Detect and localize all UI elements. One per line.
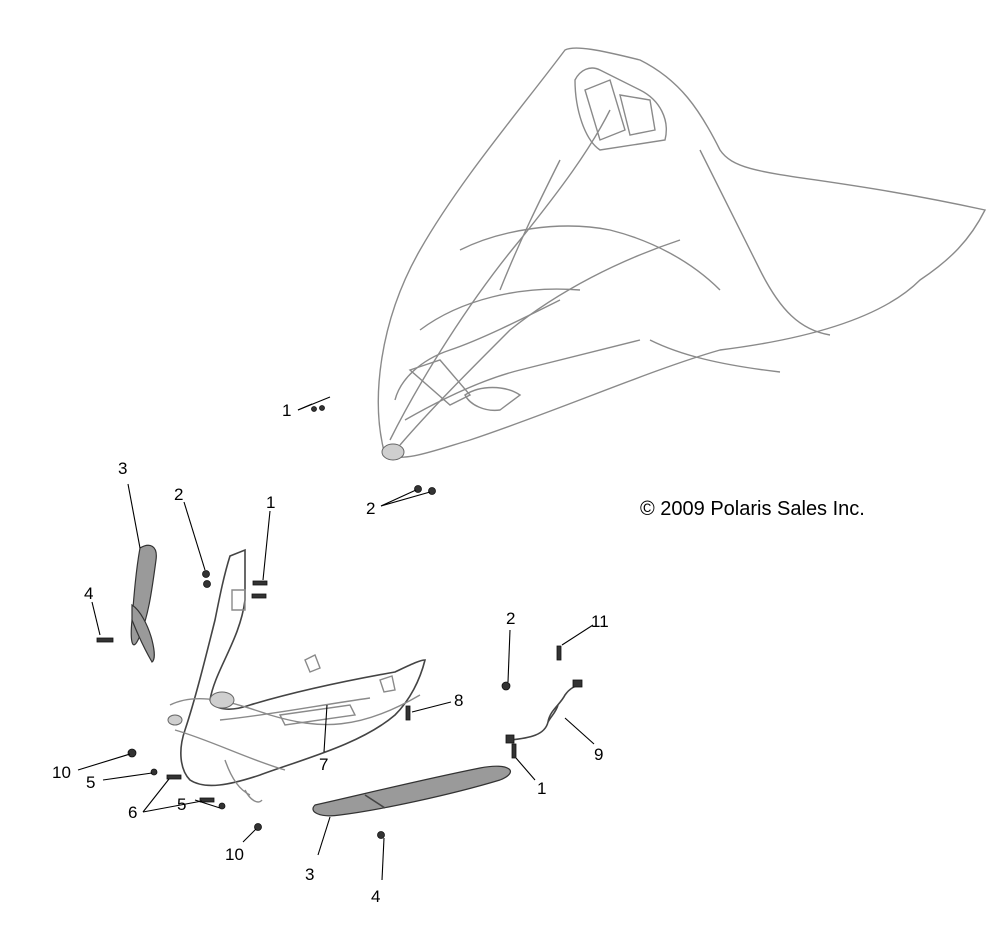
- callout-2: 2: [506, 609, 516, 628]
- right-grille: [312, 765, 511, 817]
- callout-6: 6: [128, 803, 138, 822]
- callout-8: 8: [454, 691, 464, 710]
- callout-2: 2: [366, 499, 376, 518]
- hood-assembly: [377, 47, 987, 461]
- callout-5: 5: [177, 795, 187, 814]
- callout-3: 3: [118, 459, 128, 478]
- callout-11: 11: [591, 612, 609, 631]
- callout-7: 7: [319, 755, 329, 774]
- callout-10: 10: [52, 763, 71, 782]
- copyright-notice: © 2009 Polaris Sales Inc.: [640, 498, 865, 520]
- callout-4: 4: [84, 584, 94, 603]
- callout-3: 3: [305, 865, 315, 884]
- callout-1: 1: [266, 493, 276, 512]
- hardware: [96, 405, 562, 839]
- callout-2: 2: [174, 485, 184, 504]
- callout-10: 10: [225, 845, 244, 864]
- cable: [505, 679, 583, 744]
- callout-5: 5: [86, 773, 96, 792]
- left-grille: [130, 544, 157, 663]
- callout-1: 1: [537, 779, 547, 798]
- callout-1: 1: [282, 401, 292, 420]
- callout-4: 4: [371, 887, 381, 906]
- leader-lines: [77, 396, 595, 881]
- callout-9: 9: [594, 745, 604, 764]
